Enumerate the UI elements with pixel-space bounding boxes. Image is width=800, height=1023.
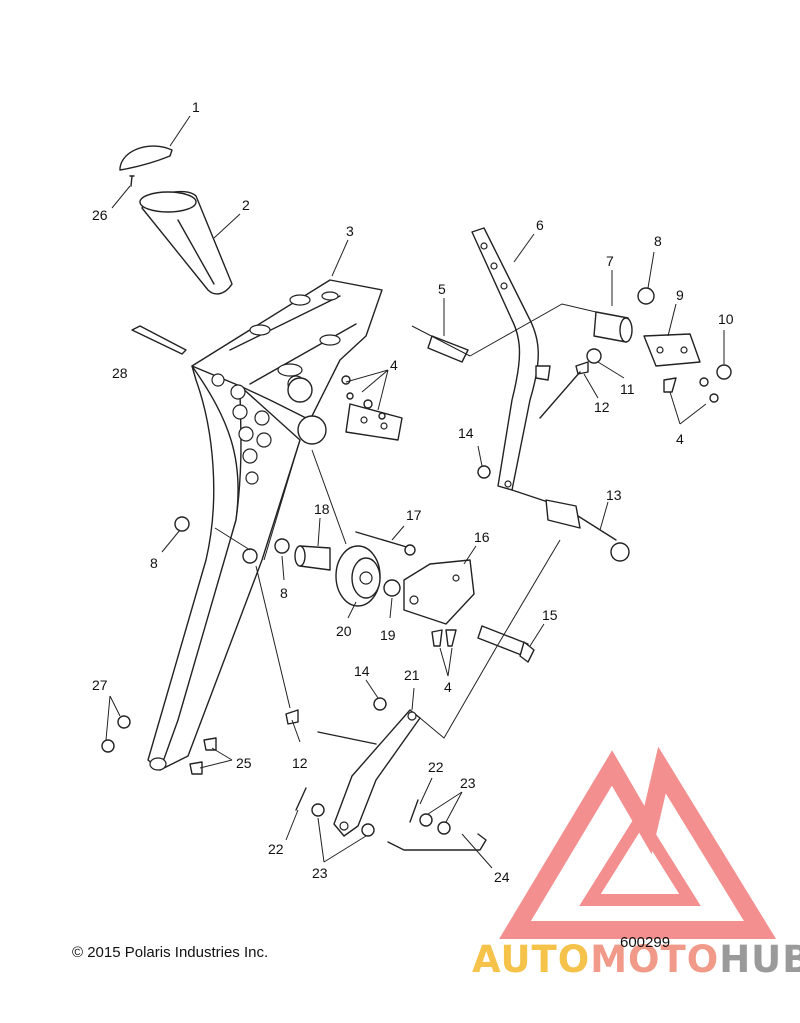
part-lower-lever-21 bbox=[317, 709, 421, 837]
part-screws-4-right bbox=[663, 377, 719, 403]
callout-6: 6 bbox=[536, 217, 544, 233]
part-washer-11 bbox=[586, 348, 602, 364]
callout-8c: 8 bbox=[280, 585, 288, 601]
part-clip-12-upper bbox=[575, 361, 589, 375]
callout-5: 5 bbox=[438, 281, 446, 297]
part-bolt-25-a bbox=[203, 737, 217, 751]
callout-16: 16 bbox=[474, 529, 490, 545]
callout-8b: 8 bbox=[150, 555, 158, 571]
part-shift-knob bbox=[139, 190, 233, 295]
callout-26: 26 bbox=[92, 207, 108, 223]
callout-14b: 14 bbox=[354, 663, 370, 679]
part-clevis-pin-24 bbox=[387, 833, 487, 851]
watermark-brand-moto: MOTO bbox=[590, 938, 720, 981]
part-washer-23-a bbox=[311, 803, 325, 817]
part-nut-27-a bbox=[117, 715, 131, 729]
callout-4b: 4 bbox=[676, 431, 684, 447]
part-spacer-18 bbox=[294, 545, 331, 571]
part-nut-14-upper bbox=[477, 465, 491, 479]
callout-12a: 12 bbox=[594, 399, 610, 415]
part-pulley-20 bbox=[335, 545, 381, 607]
callout-27: 27 bbox=[92, 677, 108, 693]
callout-labels: 1 2 3 4 4 4 5 6 7 8 8 8 9 10 11 12 12 13… bbox=[92, 99, 734, 885]
part-bolt-head-17 bbox=[404, 544, 416, 556]
part-sleeve-5 bbox=[427, 335, 469, 363]
callout-18: 18 bbox=[314, 501, 330, 517]
callout-10: 10 bbox=[718, 311, 734, 327]
callout-15: 15 bbox=[542, 607, 558, 623]
part-nut-27-b bbox=[101, 739, 115, 753]
part-bolt-25-b bbox=[189, 761, 203, 775]
part-nut-14-lower bbox=[373, 697, 387, 711]
callout-20: 20 bbox=[336, 623, 352, 639]
part-nut-8-upper bbox=[637, 287, 655, 305]
part-link-rod-6 bbox=[471, 227, 551, 491]
callout-13: 13 bbox=[606, 487, 622, 503]
callout-14a: 14 bbox=[458, 425, 474, 441]
callout-4c: 4 bbox=[444, 679, 452, 695]
callout-22b: 22 bbox=[428, 759, 444, 775]
part-cable-end-13 bbox=[511, 489, 630, 562]
callout-21: 21 bbox=[404, 667, 420, 683]
callout-11: 11 bbox=[620, 381, 635, 397]
part-bolt-15 bbox=[477, 625, 535, 663]
part-washer-23-d bbox=[437, 821, 451, 835]
copyright-notice: © 2015 Polaris Industries Inc. bbox=[72, 944, 269, 961]
part-washer-23-b bbox=[361, 823, 375, 837]
callout-17: 17 bbox=[406, 507, 422, 523]
watermark-brand: AUTOMOTOHUB bbox=[472, 938, 800, 981]
part-pedal-arm bbox=[147, 365, 403, 771]
callout-4a: 4 bbox=[390, 357, 398, 373]
part-cotter-pin-22-left bbox=[295, 787, 307, 811]
part-cotter-pin-22-right bbox=[409, 799, 419, 823]
part-bolt-28 bbox=[131, 325, 187, 355]
part-mount-bracket-16 bbox=[403, 559, 475, 625]
part-long-bolt-17 bbox=[355, 531, 411, 549]
part-nut-10 bbox=[716, 364, 732, 380]
callout-25: 25 bbox=[236, 755, 252, 771]
callout-23b: 23 bbox=[460, 775, 476, 791]
part-washer-23-c bbox=[419, 813, 433, 827]
part-bushing-7 bbox=[593, 311, 633, 343]
callout-7: 7 bbox=[606, 253, 614, 269]
part-pedal-bracket bbox=[191, 279, 383, 421]
document-number: 600299 bbox=[620, 934, 671, 951]
part-screws-4-mid bbox=[431, 629, 457, 647]
watermark-brand-auto: AUTO bbox=[472, 938, 591, 981]
part-nut-8-mid bbox=[274, 538, 290, 554]
callout-2: 2 bbox=[242, 197, 250, 213]
part-clip-12-lower bbox=[285, 709, 299, 725]
part-bracket-9 bbox=[643, 333, 701, 367]
leader-lines bbox=[105, 115, 725, 869]
callout-3: 3 bbox=[346, 223, 354, 239]
callout-1: 1 bbox=[192, 99, 200, 115]
part-spacer-arm bbox=[242, 548, 258, 564]
callout-19: 19 bbox=[380, 627, 396, 643]
callout-8a: 8 bbox=[654, 233, 662, 249]
callout-9: 9 bbox=[676, 287, 684, 303]
callout-28: 28 bbox=[112, 365, 128, 381]
part-pin-upper bbox=[539, 371, 581, 419]
part-screws-4-upper bbox=[341, 375, 386, 420]
watermark-logo-icon bbox=[499, 746, 777, 939]
callout-24: 24 bbox=[494, 869, 510, 885]
part-screw bbox=[129, 175, 135, 187]
part-nut-8-left bbox=[174, 516, 190, 532]
callout-22a: 22 bbox=[268, 841, 284, 857]
watermark-brand-hub: HUB bbox=[719, 938, 800, 981]
part-knob-cap bbox=[119, 145, 173, 171]
part-washer-19 bbox=[383, 579, 401, 597]
callout-23a: 23 bbox=[312, 865, 328, 881]
callout-12b: 12 bbox=[292, 755, 308, 771]
